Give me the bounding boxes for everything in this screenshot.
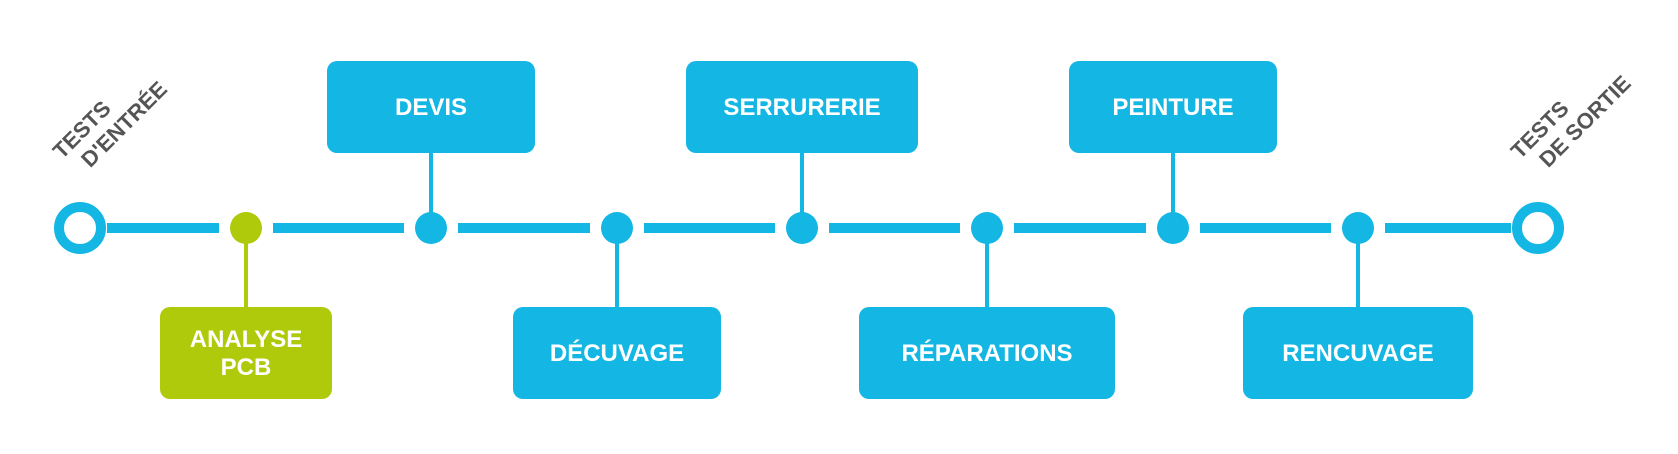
step-label-line: DÉCUVAGE <box>550 339 684 367</box>
step-label: SERRURERIE <box>723 94 880 121</box>
step-label-line: RÉPARATIONS <box>901 339 1072 367</box>
end-node <box>1512 202 1564 254</box>
end-label-text: TESTSDE SORTIE <box>1506 52 1636 182</box>
step-label: PEINTURE <box>1112 94 1233 121</box>
step-node <box>971 212 1003 244</box>
step-box <box>1243 307 1473 399</box>
end-label: TESTSDE SORTIE <box>1506 52 1636 182</box>
step-box <box>859 307 1115 399</box>
step-label: DEVIS <box>395 94 467 121</box>
step-node <box>1157 212 1189 244</box>
start-node <box>54 202 106 254</box>
step-label-line: DEVIS <box>395 94 467 121</box>
step-node <box>415 212 447 244</box>
step-box <box>160 307 332 399</box>
step-node <box>230 212 262 244</box>
step-label: DÉCUVAGE <box>550 339 684 367</box>
step-node <box>786 212 818 244</box>
start-label: TESTSD'ENTRÉE <box>48 58 172 182</box>
step-box <box>327 61 535 153</box>
step-node <box>1342 212 1374 244</box>
step-label-line: SERRURERIE <box>723 94 880 121</box>
step-box <box>686 61 918 153</box>
step-label: RENCUVAGE <box>1282 340 1434 367</box>
step-box <box>513 307 721 399</box>
step-box <box>1069 61 1277 153</box>
step-label: RÉPARATIONS <box>901 339 1072 367</box>
step-label-line: PEINTURE <box>1112 94 1233 121</box>
step-label-line: ANALYSE <box>190 326 302 353</box>
step-label-line: RENCUVAGE <box>1282 340 1434 367</box>
step-node <box>601 212 633 244</box>
start-label-text: TESTSD'ENTRÉE <box>48 58 172 182</box>
step-label-line: PCB <box>221 354 272 381</box>
